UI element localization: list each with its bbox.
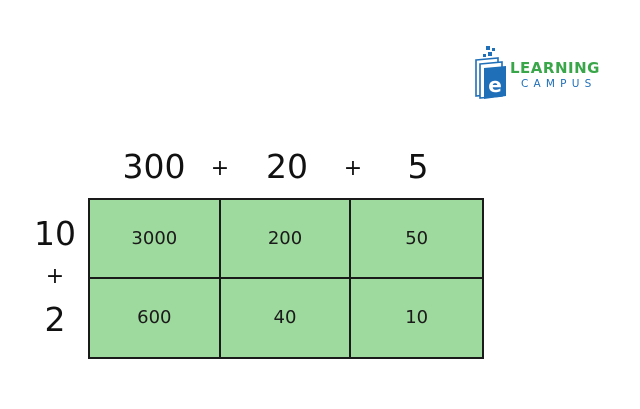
- logo-word-campus: CAMPUS: [521, 78, 597, 90]
- logo-book-icon: e: [475, 46, 506, 99]
- logo-letter: e: [488, 73, 502, 97]
- area-model-grid: 3000 200 50 600 40 10: [88, 198, 484, 359]
- column-plus-1: +: [210, 156, 230, 181]
- grid-cell: 200: [220, 200, 352, 279]
- column-header-20: 20: [266, 147, 308, 186]
- row-header-2: 2: [44, 300, 66, 339]
- row-plus: +: [45, 264, 65, 289]
- grid-cell: 10: [351, 278, 482, 357]
- column-plus-2: +: [343, 156, 363, 181]
- elearning-campus-logo: e LEARNING CAMPUS: [472, 46, 612, 100]
- grid-cell: 40: [220, 278, 352, 357]
- logo-word-learning: LEARNING: [510, 59, 600, 77]
- column-header-5: 5: [407, 147, 429, 186]
- grid-cell: 3000: [90, 200, 221, 279]
- grid-cell: 50: [351, 200, 482, 279]
- grid-cell: 600: [90, 278, 221, 357]
- row-header-10: 10: [34, 214, 76, 253]
- column-header-300: 300: [122, 147, 186, 186]
